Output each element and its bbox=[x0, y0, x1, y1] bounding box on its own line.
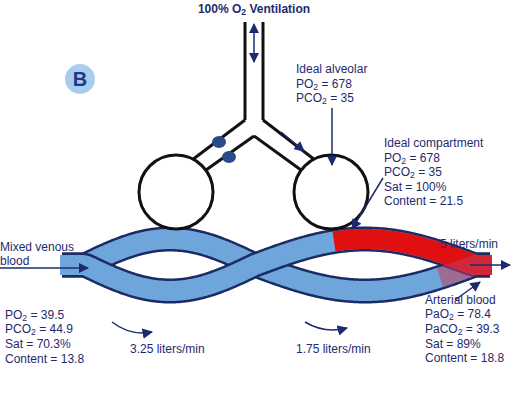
leader-arrow bbox=[331, 108, 333, 165]
blood-vessels bbox=[60, 239, 492, 291]
gas-value: PaO2 = 78.4 bbox=[425, 307, 491, 321]
gas-value: PO2 = 678 bbox=[296, 77, 352, 91]
ventilation-arrow bbox=[253, 24, 255, 62]
text-run: 1.75 liters/min bbox=[296, 342, 371, 356]
badge-circle bbox=[64, 63, 96, 95]
text-run: Ideal alveolar bbox=[296, 62, 367, 76]
content-value: Content = 21.5 bbox=[384, 194, 463, 208]
bronchus-wall bbox=[263, 120, 315, 160]
saturation-value: Sat = 89% bbox=[425, 337, 481, 351]
text-run: PCO bbox=[384, 165, 410, 179]
compartment-heading: Ideal alveolar bbox=[296, 62, 367, 76]
venous-vessel bbox=[60, 239, 492, 291]
blood-heading: Mixed venous blood bbox=[0, 240, 86, 268]
text-run: Sat = 89% bbox=[425, 337, 481, 351]
text-run: = 35 bbox=[327, 91, 354, 105]
flow-rate: 1.75 liters/min bbox=[296, 342, 371, 356]
text-run: Ideal compartment bbox=[384, 136, 483, 150]
subscript: 2 bbox=[449, 312, 454, 322]
text-run: Content = 13.8 bbox=[5, 352, 84, 366]
text-run: = 35 bbox=[415, 165, 442, 179]
subscript: 2 bbox=[313, 82, 318, 92]
subscript: 2 bbox=[31, 327, 36, 337]
outflow-arrow bbox=[470, 264, 510, 266]
text-run: Content = 18.8 bbox=[425, 351, 504, 365]
panel-badge: B bbox=[63, 62, 97, 96]
subscript: 2 bbox=[401, 156, 406, 166]
trachea-wall bbox=[262, 22, 265, 120]
text-run: Ventilation bbox=[246, 2, 310, 16]
bronchus-wall bbox=[192, 120, 245, 160]
venous-vessel bbox=[60, 239, 492, 291]
subscript: 2 bbox=[22, 313, 27, 323]
gas-value: PO2 = 678 bbox=[384, 151, 440, 165]
text-run: PO bbox=[384, 151, 401, 165]
text-run: Arterial blood bbox=[425, 293, 496, 307]
text-run: = 39.5 bbox=[27, 308, 64, 322]
flow-rate: 5 liters/min bbox=[440, 237, 498, 251]
text-run: B bbox=[73, 68, 87, 91]
bronchus-wall bbox=[206, 136, 254, 170]
text-run: PO bbox=[296, 77, 313, 91]
bronchus-wall bbox=[254, 136, 301, 170]
trachea-wall bbox=[244, 22, 247, 120]
text-run: 3.25 liters/min bbox=[130, 342, 205, 356]
text-run: = 78.4 bbox=[454, 307, 491, 321]
gas-value: PCO2 = 35 bbox=[296, 91, 354, 105]
text-run: Sat = 70.3% bbox=[5, 337, 71, 351]
text-run: = 678 bbox=[406, 151, 440, 165]
text-run: PaCO bbox=[425, 322, 458, 336]
subscript: 2 bbox=[410, 170, 415, 180]
flow-rate: 3.25 liters/min bbox=[130, 342, 205, 356]
text-run: Content = 21.5 bbox=[384, 194, 463, 208]
text-run: Mixed venous blood bbox=[0, 240, 74, 268]
text-run: PCO bbox=[5, 322, 31, 336]
airflow-arrow bbox=[281, 132, 304, 151]
saturation-value: Sat = 70.3% bbox=[5, 337, 71, 351]
compartment-heading: Ideal compartment bbox=[384, 136, 483, 150]
gas-value: PCO2 = 44.9 bbox=[5, 322, 73, 336]
text-run: PCO bbox=[296, 91, 322, 105]
ideal-alveolus bbox=[294, 155, 368, 229]
shunt-alveolus bbox=[139, 155, 213, 229]
text-run: 5 liters/min bbox=[440, 237, 498, 251]
subscript: 2 bbox=[458, 327, 463, 337]
text-run: = 44.9 bbox=[36, 322, 73, 336]
gas-value: PCO2 = 35 bbox=[384, 165, 442, 179]
text-run: Sat = 100% bbox=[384, 180, 446, 194]
text-run: PaO bbox=[425, 307, 449, 321]
saturation-value: Sat = 100% bbox=[384, 180, 446, 194]
content-value: Content = 13.8 bbox=[5, 352, 84, 366]
content-value: Content = 18.8 bbox=[425, 351, 504, 365]
panel-letter: B bbox=[63, 62, 97, 96]
text-run: PO bbox=[5, 308, 22, 322]
airway-obstruction bbox=[222, 151, 236, 163]
flow-arrow bbox=[112, 322, 152, 333]
leader-arrow bbox=[352, 178, 383, 229]
diagram-title: 100% O2 Ventilation bbox=[198, 2, 310, 16]
subscript: 2 bbox=[241, 7, 246, 17]
gas-value: PaCO2 = 39.3 bbox=[425, 322, 500, 336]
text-run: = 678 bbox=[318, 77, 352, 91]
subscript: 2 bbox=[322, 96, 327, 106]
gas-value: PO2 = 39.5 bbox=[5, 308, 64, 322]
text-run: = 39.3 bbox=[462, 322, 499, 336]
airway-obstruction bbox=[212, 136, 226, 148]
blood-heading: Arterial blood bbox=[425, 293, 496, 307]
text-run: 100% O bbox=[198, 2, 241, 16]
mixed-arterial-vessel bbox=[440, 265, 492, 277]
flow-arrow bbox=[305, 322, 347, 330]
